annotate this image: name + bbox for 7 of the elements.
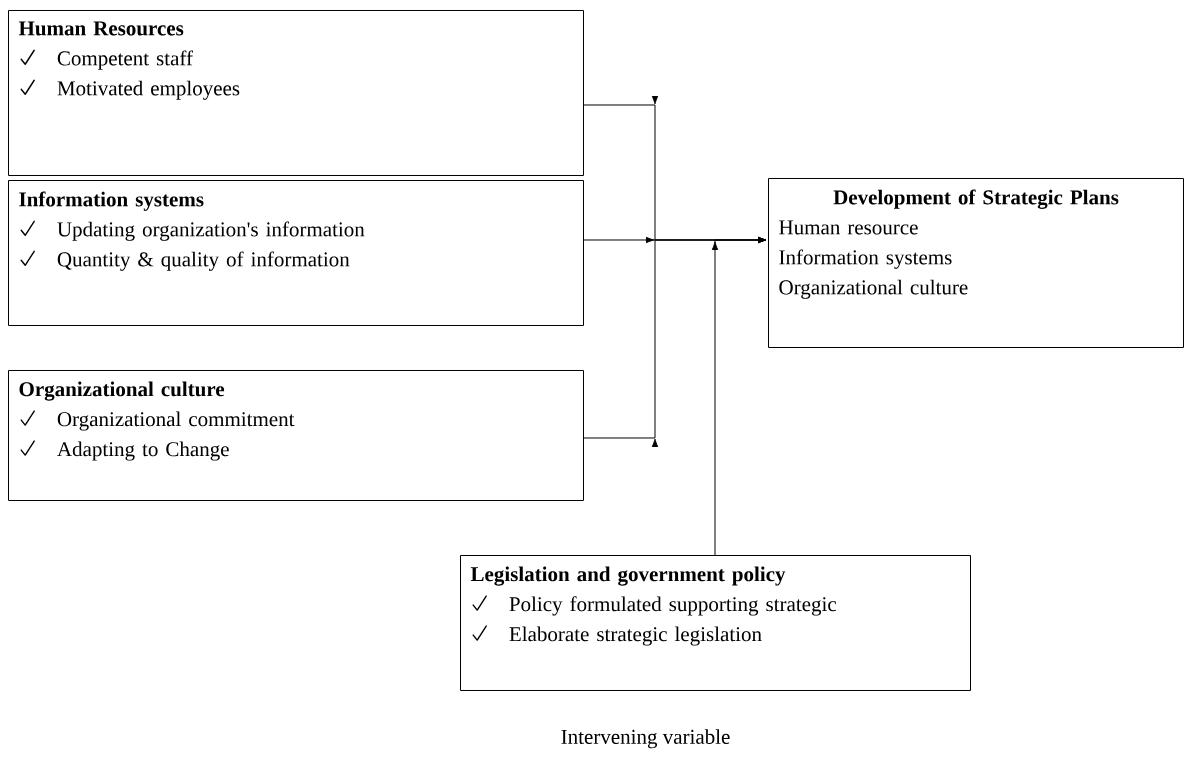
text-box: Human Resources Competent staff Motivated employees (8, 10, 584, 176)
text-box: Development of Strategic Plans Human resource Information systems Organizational culture (768, 178, 1184, 348)
caption-text: Intervening variable (561, 729, 730, 749)
text-box: Information systems Updating organization's information Quantity & quality of information (8, 180, 584, 326)
text-box: Legislation and government policy Policy formulated supporting strategic Elaborate strategic legislation (460, 555, 971, 691)
text-box: Organizational culture Organizational commitment Adapting to Change (8, 370, 584, 501)
arrow (711, 236, 767, 556)
